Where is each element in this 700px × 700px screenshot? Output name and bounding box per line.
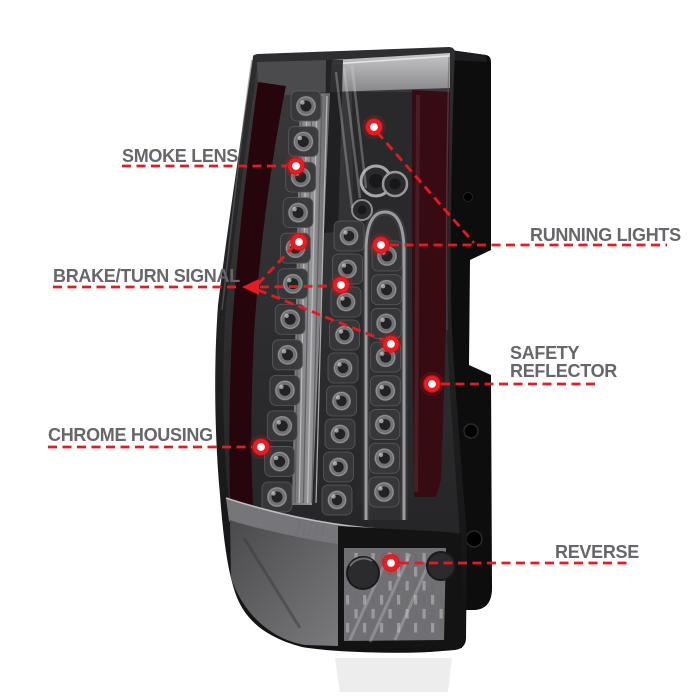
callout-label-chrome-housing: CHROME HOUSING: [48, 425, 213, 445]
edge-highlight-left: [221, 59, 253, 311]
left-reflector-strip: [229, 82, 286, 580]
housing-shadow-line: [242, 537, 302, 629]
reflector-highlight: [414, 94, 420, 493]
callout-label-safety-reflector: SAFETY REFLECTOR: [510, 343, 617, 381]
floor-reflection: [228, 656, 468, 700]
callout-label-running-lights: RUNNING LIGHTS: [530, 225, 681, 245]
callout-label-brake-turn: BRAKE/TURN SIGNAL: [53, 266, 240, 286]
lower-left-housing: [230, 520, 338, 646]
reverse-lamp: [338, 526, 462, 648]
callout-label-smoke-lens: SMOKE LENS: [122, 146, 239, 166]
callout-label-reverse: REVERSE: [555, 542, 639, 562]
